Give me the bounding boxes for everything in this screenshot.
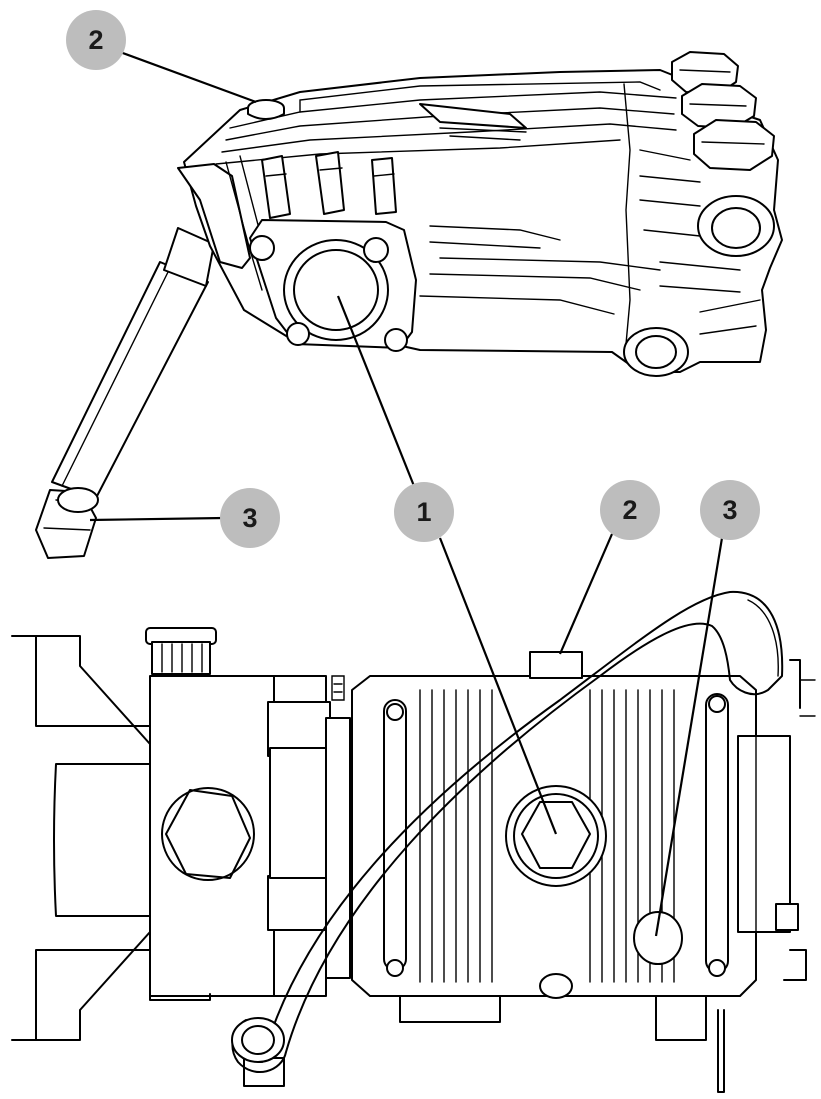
leader-top-2 [119,50,257,104]
leader-1-bottom [438,537,558,835]
block-hex-nut [165,789,251,879]
oil-filler-cap-top [247,99,285,120]
valve-caps [671,51,775,171]
sight-bulb-bottom [633,911,683,965]
bypass-hose [231,590,784,1073]
callout-label: 2 [88,25,103,55]
dipstick-tube [35,227,215,559]
adjustment-knob [145,627,217,675]
callout-label: 3 [722,495,737,525]
pump-perspective-view [35,51,783,559]
leader-bottom-3 [654,537,724,937]
callout-badge [220,488,280,548]
inlet-port [623,327,689,377]
callout-badge [600,480,660,540]
callout-top-3: 3 [220,488,280,548]
leader-bottom-2 [558,533,614,655]
callout-badge [66,10,126,70]
callout-badge [394,482,454,542]
callout-label: 3 [242,503,257,533]
callout-badge [700,480,760,540]
leader-1-top [336,295,416,487]
callout-top-2: 2 [66,10,126,70]
callout-shared-1: 1 [394,482,454,542]
oil-filler-plug-bottom [529,651,583,679]
callout-label: 2 [622,495,637,525]
callout-bottom-2: 2 [600,480,660,540]
pump-side-view [11,590,816,1093]
oil-sight-glass-top [283,239,389,341]
oil-drain-hex-bottom [505,785,607,887]
leader-top-3 [89,516,225,522]
callout-label: 1 [416,497,431,527]
callout-bottom-3: 3 [700,480,760,540]
